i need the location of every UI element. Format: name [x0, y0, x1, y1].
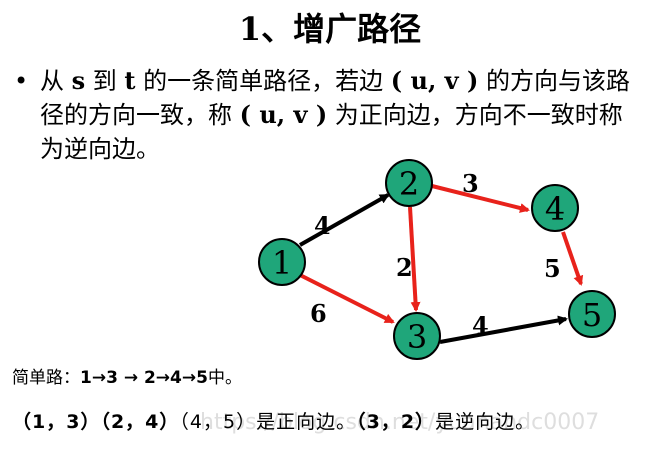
node-3: 3 [393, 312, 441, 360]
edge-label-4-5: 5 [544, 254, 561, 283]
edge-label-1-3: 6 [310, 299, 327, 328]
path-prefix: 简单路： [12, 368, 80, 388]
text-segment: 的一条简单路径，若边 [135, 67, 391, 95]
edge-pair-1-3: （1，3） [12, 411, 101, 433]
simple-path-caption: 简单路：1→3 → 2→4→5中。 [12, 363, 242, 388]
definition-text: 从 s 到 t 的一条简单路径，若边 ( u, v ) 的方向与该路径的方向一致… [40, 64, 644, 166]
edge-label-2-3: 2 [396, 253, 413, 282]
node-label-5: 5 [582, 296, 602, 334]
watermark: https://blog.csdn.net/yuanandc0007 [200, 410, 600, 435]
section-title: 1、增广路径 [238, 10, 422, 48]
node-label-4: 4 [545, 190, 565, 228]
edge-classification-caption: （1，3）（2，4）（4，5）是正向边。（3，2）是逆向边。 [12, 407, 535, 434]
edge-1-3 [299, 273, 395, 324]
reverse-edge-note: 是逆向边。 [435, 411, 536, 433]
text-segment: 到 [85, 67, 125, 95]
bullet-dot: • [14, 67, 29, 95]
definition-paragraph: • 从 s 到 t 的一条简单路径，若边 ( u, v ) 的方向与该路径的方向… [14, 64, 644, 166]
edge-label-1-2: 4 [314, 211, 331, 240]
edge-uv: ( u, v ) [239, 100, 328, 129]
edge-uv: ( u, v ) [390, 66, 479, 95]
path-sequence: 1→3 → 2→4→5 [80, 368, 208, 388]
edge-1-2 [299, 193, 390, 247]
sink-vertex-t: t [124, 66, 136, 95]
edge-pair-2-4: （2，4） [100, 411, 180, 433]
forward-edge-note: 是正向边。 [256, 411, 357, 433]
edge-pair-3-2: （3，2） [356, 411, 436, 433]
node-2: 2 [385, 159, 433, 207]
edge-4-5 [561, 231, 584, 286]
node-5: 5 [568, 290, 616, 338]
edge-2-4 [431, 184, 530, 213]
edge-2-3 [408, 206, 421, 312]
node-label-2: 2 [399, 165, 419, 203]
node-1: 1 [258, 238, 306, 286]
edge-label-2-4: 3 [462, 169, 479, 198]
text-segment: 的方向与该路径的方向一致，称 [40, 67, 630, 129]
node-4: 4 [531, 184, 579, 232]
source-vertex-s: s [71, 66, 86, 95]
node-label-1: 1 [272, 244, 292, 282]
edge-pair-4-5: （4，5） [179, 411, 257, 433]
path-suffix: 中。 [207, 368, 242, 388]
edge-3-5 [439, 315, 568, 344]
edge-label-3-5: 4 [472, 311, 489, 340]
node-label-3: 3 [407, 318, 427, 356]
text-segment: 为正向边，方向不一致时称为逆向边。 [40, 101, 623, 163]
text-segment: 从 [40, 67, 72, 95]
